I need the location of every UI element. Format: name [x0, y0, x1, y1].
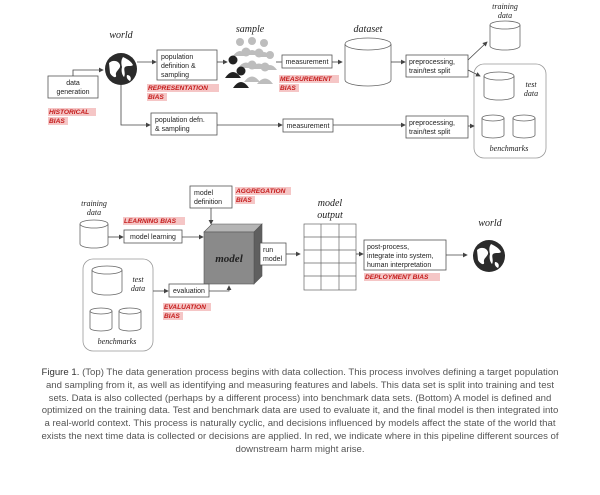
world-globe-icon [105, 53, 137, 85]
model-output-label-line1: model [318, 198, 343, 209]
post-process-line1: post-process, [367, 244, 409, 251]
representation-bias-line1: REPRESENTATION [148, 85, 208, 92]
bottom-test-benchmarks-panel [82, 258, 154, 352]
post-process-line3: human interpretation [367, 262, 431, 269]
dataset-label: dataset [354, 24, 383, 35]
bottom-benchmark-cylinder-icon [118, 307, 142, 332]
population-defn-box [150, 112, 218, 136]
measurement-bias-line2: BIAS [280, 85, 296, 92]
test-data-cylinder-icon [483, 71, 515, 101]
preprocessing-2-box [405, 115, 469, 139]
deployment-bias-label: DEPLOYMENT BIAS [365, 274, 429, 281]
post-process-box [363, 239, 447, 271]
historical-bias-line1: HISTORICAL [49, 109, 89, 116]
model-learning-box [123, 229, 183, 244]
measurement-label: measurement [286, 59, 329, 66]
data-generation-line1: data [66, 80, 80, 87]
bottom-benchmark-cylinder-icon [89, 307, 113, 332]
figure-label: Figure 1. [41, 367, 80, 378]
people-crowd-icon [225, 37, 277, 88]
pipeline-diagram: world data generation HISTORICAL BIAS po… [47, 2, 547, 352]
evaluation-bias-line2: BIAS [164, 313, 180, 320]
model-output-label-line2: output [317, 210, 343, 221]
caption-text: (Top) The data generation process begins… [41, 367, 559, 455]
bottom-world-globe-icon [473, 240, 505, 272]
top-test-label-line2: data [524, 89, 538, 98]
preprocessing-2-line1: preprocessing, [409, 120, 455, 127]
aggregation-bias-line1: AGGREGATION [235, 188, 286, 195]
top-test-label-line1: test [525, 80, 537, 89]
sample-label: sample [236, 24, 265, 35]
historical-bias-line2: BIAS [49, 118, 65, 125]
population-definition-line3: sampling [161, 72, 189, 79]
population-definition-line1: population [161, 54, 193, 61]
test-benchmarks-panel [473, 63, 547, 159]
data-generation-line2: generation [56, 89, 89, 96]
run-model-line2: model [263, 256, 283, 263]
bottom-test-label-line2: data [131, 284, 145, 293]
measurement-2-label: measurement [287, 123, 330, 130]
bottom-training-label-line2: data [87, 208, 101, 217]
representation-bias-line2: BIAS [148, 94, 164, 101]
population-defn-line2: & sampling [155, 126, 190, 133]
preprocessing-line1: preprocessing, [409, 59, 455, 66]
bottom-benchmarks-label: benchmarks [98, 337, 137, 346]
model-label: model [215, 253, 243, 265]
aggregation-bias-line2: BIAS [236, 197, 252, 204]
bottom-training-label-line1: training [81, 199, 107, 208]
population-definition-box [156, 49, 218, 81]
evaluation-bias-line1: EVALUATION [164, 304, 206, 311]
top-training-label-line1: training [492, 2, 518, 11]
bottom-training-cylinder-icon [79, 219, 109, 249]
benchmark-cylinder-icon [512, 114, 536, 139]
learning-bias-label: LEARNING BIAS [124, 218, 177, 225]
population-definition-line2: definition & [161, 63, 196, 70]
post-process-line2: integrate into system, [367, 253, 434, 260]
model-learning-label: model learning [130, 234, 176, 241]
model-definition-line1: model [194, 190, 214, 197]
preprocessing-box [405, 54, 469, 78]
world-label: world [109, 30, 133, 41]
measurement-box [281, 54, 333, 69]
model-definition-line2: definition [194, 199, 222, 206]
bottom-world-label: world [478, 218, 502, 229]
measurement-2-box [282, 118, 334, 133]
model-cube [203, 223, 263, 285]
training-data-cylinder-icon [489, 20, 521, 51]
evaluation-label: evaluation [173, 288, 205, 295]
run-model-line1: run [263, 247, 273, 254]
population-defn-line1: population defn. [155, 117, 205, 124]
measurement-bias-line1: MEASUREMENT [280, 76, 333, 83]
model-output-grid [303, 223, 357, 291]
figure-caption: Figure 1. (Top) The data generation proc… [38, 367, 562, 457]
bottom-test-cylinder-icon [91, 265, 123, 296]
data-generation-arrow [72, 67, 104, 76]
benchmark-cylinder-icon [481, 114, 505, 139]
preprocessing-2-line2: train/test split [409, 129, 450, 136]
evaluation-box [168, 283, 210, 298]
top-benchmarks-label: benchmarks [490, 144, 529, 153]
preprocessing-line2: train/test split [409, 68, 450, 75]
top-training-label-line2: data [498, 11, 512, 20]
dataset-cylinder-icon [344, 37, 392, 87]
bottom-test-label-line1: test [132, 275, 144, 284]
